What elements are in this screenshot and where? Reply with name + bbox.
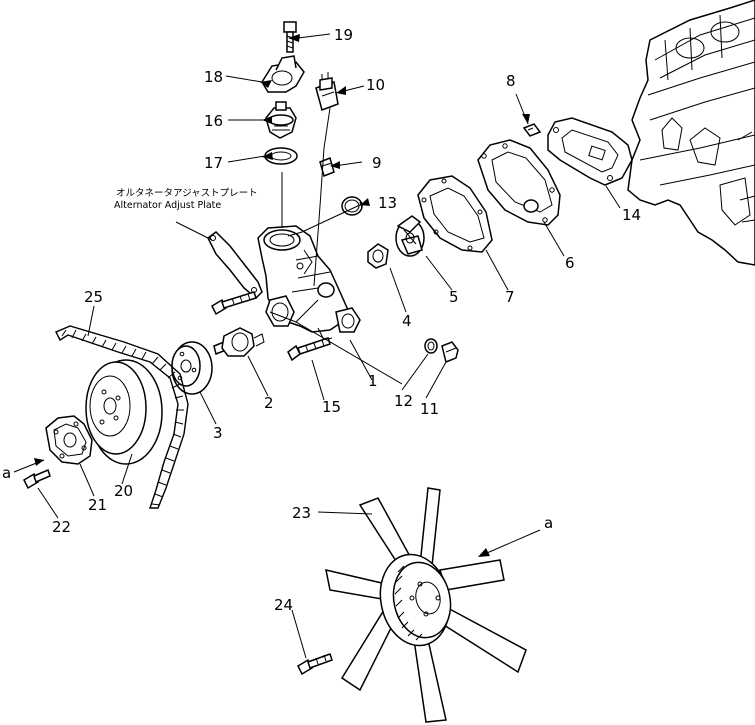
seal-4 (367, 243, 389, 269)
callout-17: 17 (204, 154, 223, 172)
belt-25 (55, 325, 189, 509)
callout-23: 23 (292, 504, 311, 522)
bolt-22 (23, 468, 51, 490)
ref-mark-a-left: a (2, 464, 11, 482)
leader-lines (13, 33, 621, 659)
pulley-hub-3 (171, 341, 213, 395)
bolt-24 (297, 653, 333, 676)
fan-spacer-21 (45, 415, 93, 465)
callout-4: 4 (402, 312, 412, 330)
callout-22: 22 (52, 518, 71, 536)
caption-japanese: オルタネータアジャストプレート (116, 188, 258, 199)
bolt-alternator (211, 291, 257, 316)
bolt-8 (522, 123, 542, 137)
callout-7: 7 (505, 288, 515, 306)
caption-english: Alternator Adjust Plate (114, 200, 221, 211)
gasket-7 (417, 175, 493, 253)
o-ring-12 (424, 338, 438, 354)
pump-cover-6 (477, 139, 561, 226)
callout-10: 10 (366, 76, 385, 94)
sensor-10 (315, 72, 339, 111)
arrowheads (34, 34, 530, 557)
callout-3: 3 (213, 424, 223, 442)
callout-24: 24 (274, 596, 293, 614)
callout-12: 12 (394, 392, 413, 410)
water-pump-body-1 (257, 225, 361, 341)
callout-18: 18 (204, 68, 223, 86)
callout-16: 16 (204, 112, 223, 130)
thermostat-cover-18 (261, 55, 305, 93)
callout-8: 8 (506, 72, 516, 90)
engine-block (627, 0, 755, 266)
callout-2: 2 (264, 394, 274, 412)
callout-25: 25 (84, 288, 103, 306)
bolt-19 (283, 21, 297, 53)
gasket-14 (547, 117, 633, 186)
alternator-adjust-plate (207, 231, 263, 300)
callout-6: 6 (565, 254, 575, 272)
thermostat-16 (265, 101, 297, 139)
callout-15: 15 (322, 398, 341, 416)
callout-13: 13 (378, 194, 397, 212)
callout-14: 14 (622, 206, 641, 224)
callout-11: 11 (420, 400, 439, 418)
callout-5: 5 (449, 288, 459, 306)
fan-23 (325, 487, 527, 723)
bolt-15 (287, 337, 331, 362)
callout-21: 21 (88, 496, 107, 514)
pulley-20 (85, 359, 163, 465)
callout-20: 20 (114, 482, 133, 500)
impeller-5 (395, 215, 425, 257)
callout-1: 1 (368, 372, 378, 390)
shaft-2 (213, 327, 265, 357)
callout-19: 19 (334, 26, 353, 44)
plug-11 (441, 341, 459, 364)
callout-9: 9 (372, 154, 382, 172)
ref-mark-a-right: a (544, 514, 553, 532)
